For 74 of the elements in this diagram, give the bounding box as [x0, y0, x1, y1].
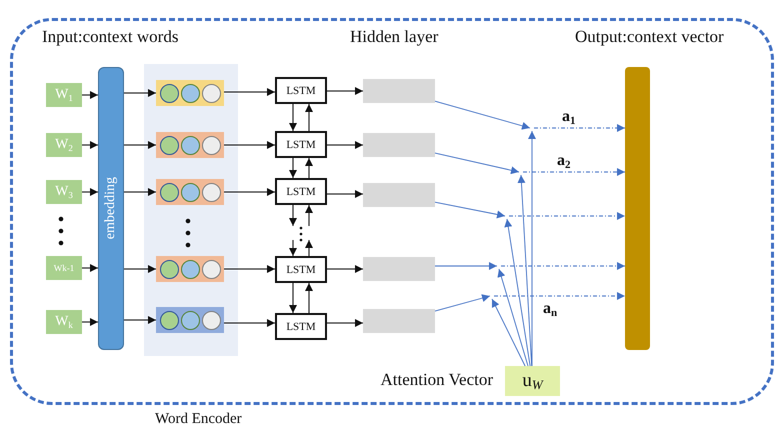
node-caption: Attention Vector — [380, 370, 493, 390]
arrow — [289, 158, 297, 178]
column-heading: Output:context vector — [575, 27, 724, 47]
hidden-state-box — [363, 133, 435, 157]
vector-box — [156, 132, 224, 158]
frame-title: Word Encoder — [155, 411, 242, 428]
lstm-box: LSTM — [275, 131, 327, 158]
arrow — [500, 262, 626, 270]
arrow — [326, 319, 364, 327]
hidden-state-box — [363, 309, 435, 333]
vector-box — [156, 256, 224, 282]
embedding-label: embedding — [103, 177, 119, 240]
arrow — [517, 174, 532, 366]
arrow — [82, 264, 98, 272]
lstm-box: LSTM — [275, 313, 327, 340]
arrow — [528, 130, 536, 366]
word-box: Wk-1 — [46, 256, 82, 280]
arrow — [326, 265, 364, 273]
arrow — [289, 204, 297, 226]
arrow — [224, 188, 276, 196]
arrow — [434, 294, 490, 312]
arrow — [305, 240, 313, 256]
arrow — [289, 240, 297, 256]
arrow — [305, 282, 313, 314]
arrow — [434, 100, 530, 130]
arrow — [82, 188, 98, 196]
arrow — [224, 141, 276, 149]
arrow — [492, 298, 526, 366]
column-heading: Input:context words — [42, 27, 178, 47]
hidden-state-box — [363, 183, 435, 207]
arrow — [224, 265, 276, 273]
embedding-bar — [98, 67, 124, 350]
vector-box — [156, 80, 224, 106]
arrow — [289, 104, 297, 132]
arrow — [305, 158, 313, 178]
arrow — [434, 152, 520, 174]
arrow — [434, 262, 498, 270]
word-box: W$_{1}$ — [46, 83, 82, 107]
arrow — [124, 188, 156, 196]
arrow — [124, 265, 156, 273]
arrow — [289, 282, 297, 314]
arrow — [305, 104, 313, 132]
arrow — [534, 124, 626, 132]
arrow — [326, 141, 364, 149]
arrow — [82, 91, 98, 99]
arrow — [434, 202, 506, 218]
arrow — [82, 141, 98, 149]
lstm-box: LSTM — [275, 178, 327, 205]
arrow — [326, 87, 364, 95]
word-box: W$_{2}$ — [46, 133, 82, 157]
arrow — [494, 292, 626, 300]
vector-symbol: u$_{W}$ — [522, 370, 543, 392]
word-box: W$_{k}$ — [46, 310, 82, 334]
lstm-box: LSTM — [275, 77, 327, 104]
arrow — [224, 319, 276, 327]
arrow — [124, 89, 156, 97]
arrow — [508, 212, 626, 220]
column-heading: Hidden layer — [350, 27, 438, 47]
arrow — [305, 204, 313, 226]
vector-box — [156, 179, 224, 205]
arrow — [124, 316, 156, 324]
vector-box — [156, 307, 224, 333]
arrow — [522, 168, 626, 176]
arrow — [82, 318, 98, 326]
arrow — [497, 268, 528, 366]
word-box: W$_{3}$ — [46, 180, 82, 204]
arrow — [124, 141, 156, 149]
arrow — [504, 218, 531, 366]
context-vector-bar — [625, 67, 650, 350]
arrow — [224, 88, 276, 96]
lstm-box: LSTM — [275, 256, 327, 283]
arrow — [326, 190, 364, 198]
hidden-state-box — [363, 257, 435, 281]
hidden-state-box — [363, 79, 435, 103]
